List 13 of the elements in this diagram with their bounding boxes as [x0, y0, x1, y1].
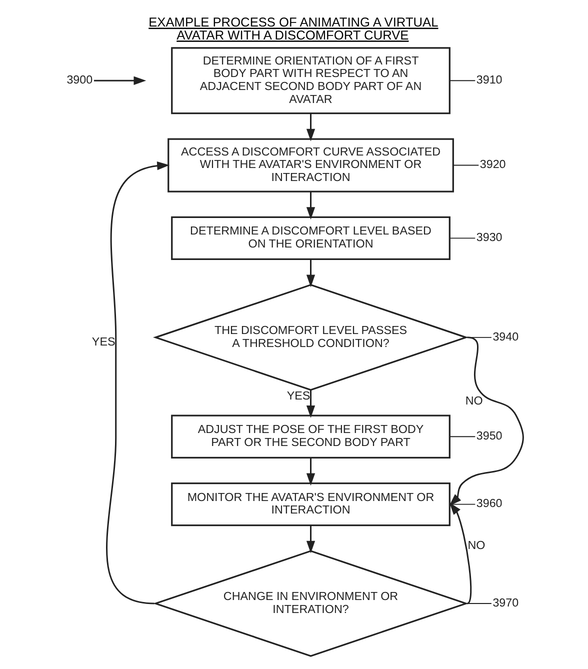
edge-label: NO — [464, 394, 482, 408]
node-text: 3960 — [476, 497, 502, 510]
node-text: 3950 — [476, 430, 502, 443]
edge-label: YES — [91, 335, 115, 348]
edge-label: YES — [286, 390, 310, 403]
edge-label: NO — [467, 538, 485, 552]
node-text: 3970 — [492, 596, 518, 610]
diagram-title: EXAMPLE PROCESS OF ANIMATING A VIRTUAL AVATAR WITH A DISCOMFORT CURVE — [148, 14, 438, 43]
node-text: 3920 — [479, 158, 506, 172]
node-text: 3930 — [476, 231, 502, 244]
node-text: 3910 — [476, 74, 502, 87]
node-text: 3940 — [492, 330, 518, 344]
node-text: 3900 — [66, 74, 92, 87]
